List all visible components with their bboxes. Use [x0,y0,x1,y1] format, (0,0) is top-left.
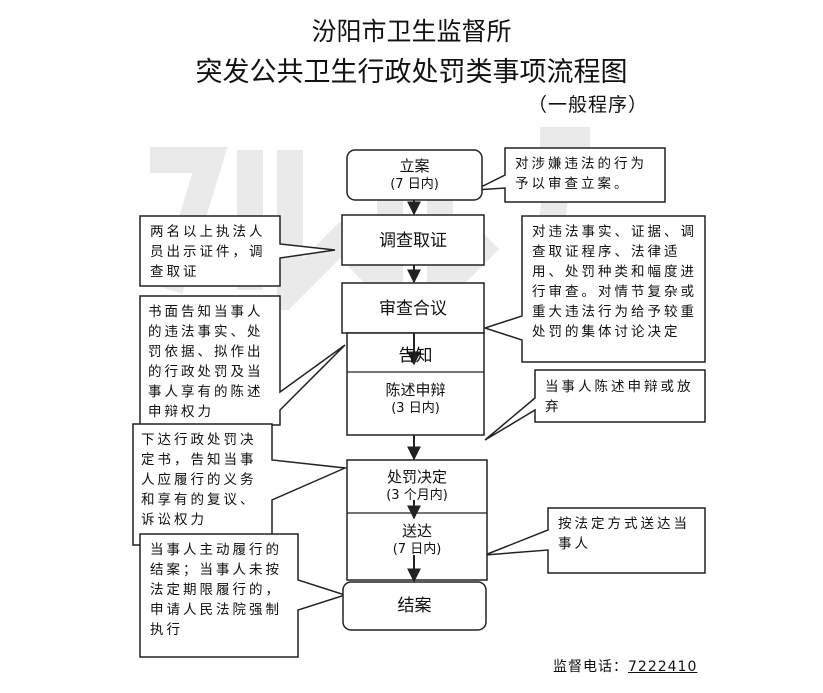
note-decision: 下达行政处罚决定书，告知当事人应履行的义务和享有的复议、诉讼权力 [141,432,257,528]
step-notify-label: 告知 [398,346,433,366]
phone-number: 7222410 [628,659,698,675]
step-filing-label: 立案 [399,157,430,175]
step-decision-time: (3 个月内) [386,488,448,503]
callout-statement [484,369,706,441]
step-investigation: 调查取证 [342,229,484,253]
step-delivery: 送达 (7 日内) [347,521,487,559]
step-notify: 告知 [347,344,484,368]
step-decision-label: 处罚决定 [386,468,447,486]
supervision-phone: 监督电话：7222410 [553,656,697,676]
step-statement-time: (3 日内) [391,401,440,416]
note-statement: 当事人陈述申辩或放弃 [545,379,694,415]
note-closing: 当事人主动履行的结案；当事人未按法定期限履行的，申请人民法院强制执行 [150,542,282,638]
callout-delivery [484,507,706,574]
step-delivery-time: (7 日内) [392,542,442,557]
callout-investigation [139,215,336,287]
step-closing-label: 结案 [397,596,432,616]
step-box-decision-delivery [346,459,488,581]
step-review: 审查合议 [342,297,484,321]
phone-label: 监督电话： [553,659,628,675]
subtitle: （一般程序） [528,94,649,116]
callout-filing [474,147,666,203]
step-investigation-label: 调查取证 [379,231,447,251]
step-statement-label: 陈述申辩 [385,381,446,399]
note-investigation: 两名以上执法人员出示证件，调查取证 [150,224,266,280]
step-review-label: 审查合议 [379,299,447,319]
step-decision: 处罚决定 (3 个月内) [347,467,487,505]
step-statement: 陈述申辩 (3 日内) [347,380,484,418]
note-filing: 对涉嫌违法的行为予以审查立案。 [515,156,647,192]
title-line-1: 汾阳市卫生监督所 [311,17,512,46]
step-box-review [341,282,485,334]
step-delivery-label: 送达 [401,522,432,540]
callout-review [482,215,706,363]
callout-closing [139,533,348,658]
title-line-2: 突发公共卫生行政处罚类事项流程图 [195,57,628,88]
step-closing: 结案 [343,594,486,618]
note-review: 对违法事实、证据、调查取证程序、法律适用、处罚种类和幅度进行审查。对情节复杂或重… [532,224,697,340]
step-filing: 立案 (7 日内) [347,156,482,194]
step-box-notify-statement [346,332,485,436]
note-notify: 书面告知当事人的违法事实、处罚依据、拟作出的行政处罚及当事人享有的陈述申辩权力 [148,304,264,420]
step-filing-time: (7 日内) [390,177,439,192]
note-delivery: 按法定方式送达当事人 [558,516,690,552]
